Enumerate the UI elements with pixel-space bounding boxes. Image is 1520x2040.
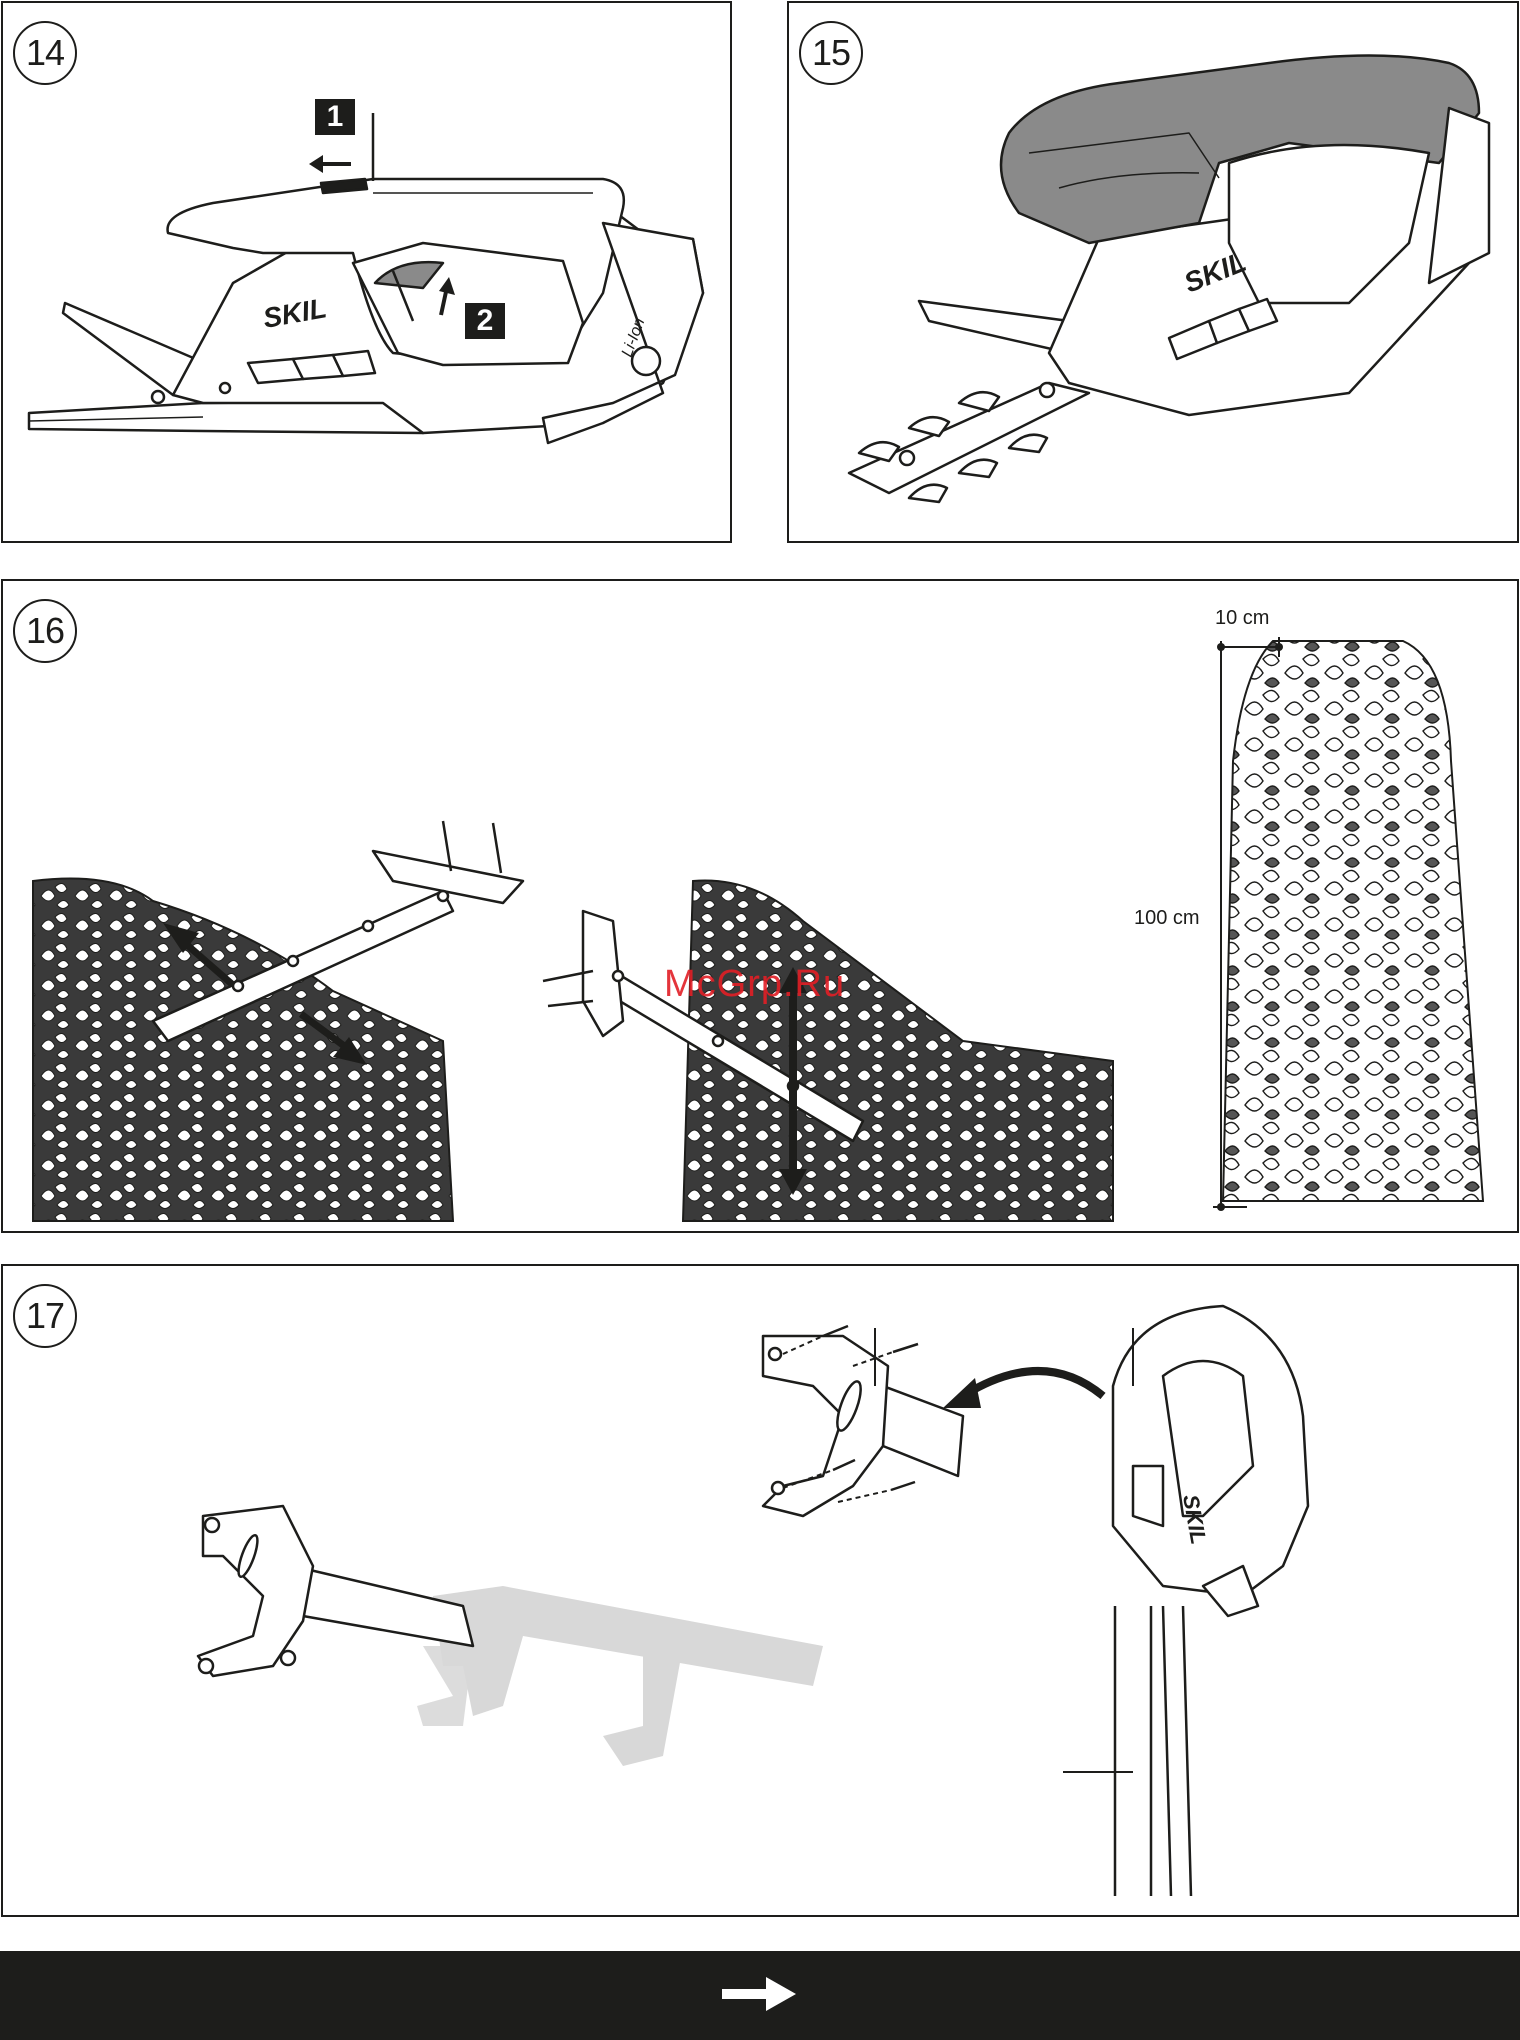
watermark: McGrp.Ru [664, 963, 845, 1006]
top-width-label: 10 cm [1215, 607, 1269, 630]
callout-1: 1 [315, 99, 355, 135]
hedge-trimmer-battery-removal-illustration: SKIL Li-Ion [3, 3, 732, 543]
figure-17-panel: 17 [1, 1264, 1519, 1917]
hedge-cutting-technique-illustration [3, 581, 1519, 1233]
right-arrow-icon [722, 1973, 798, 2017]
figure-14-panel: 14 [1, 1, 732, 543]
height-label: 100 cm [1134, 907, 1200, 930]
hedge-trimmer-assembled-illustration: SKIL [789, 3, 1519, 543]
footer-bar [0, 1951, 1520, 2040]
figure-15-panel: 15 [787, 1, 1519, 543]
figure-16-panel: 16 [1, 579, 1519, 1233]
telescopic-handle-mounting-illustration: SKIL [3, 1266, 1519, 1917]
callout-2: 2 [465, 303, 505, 339]
